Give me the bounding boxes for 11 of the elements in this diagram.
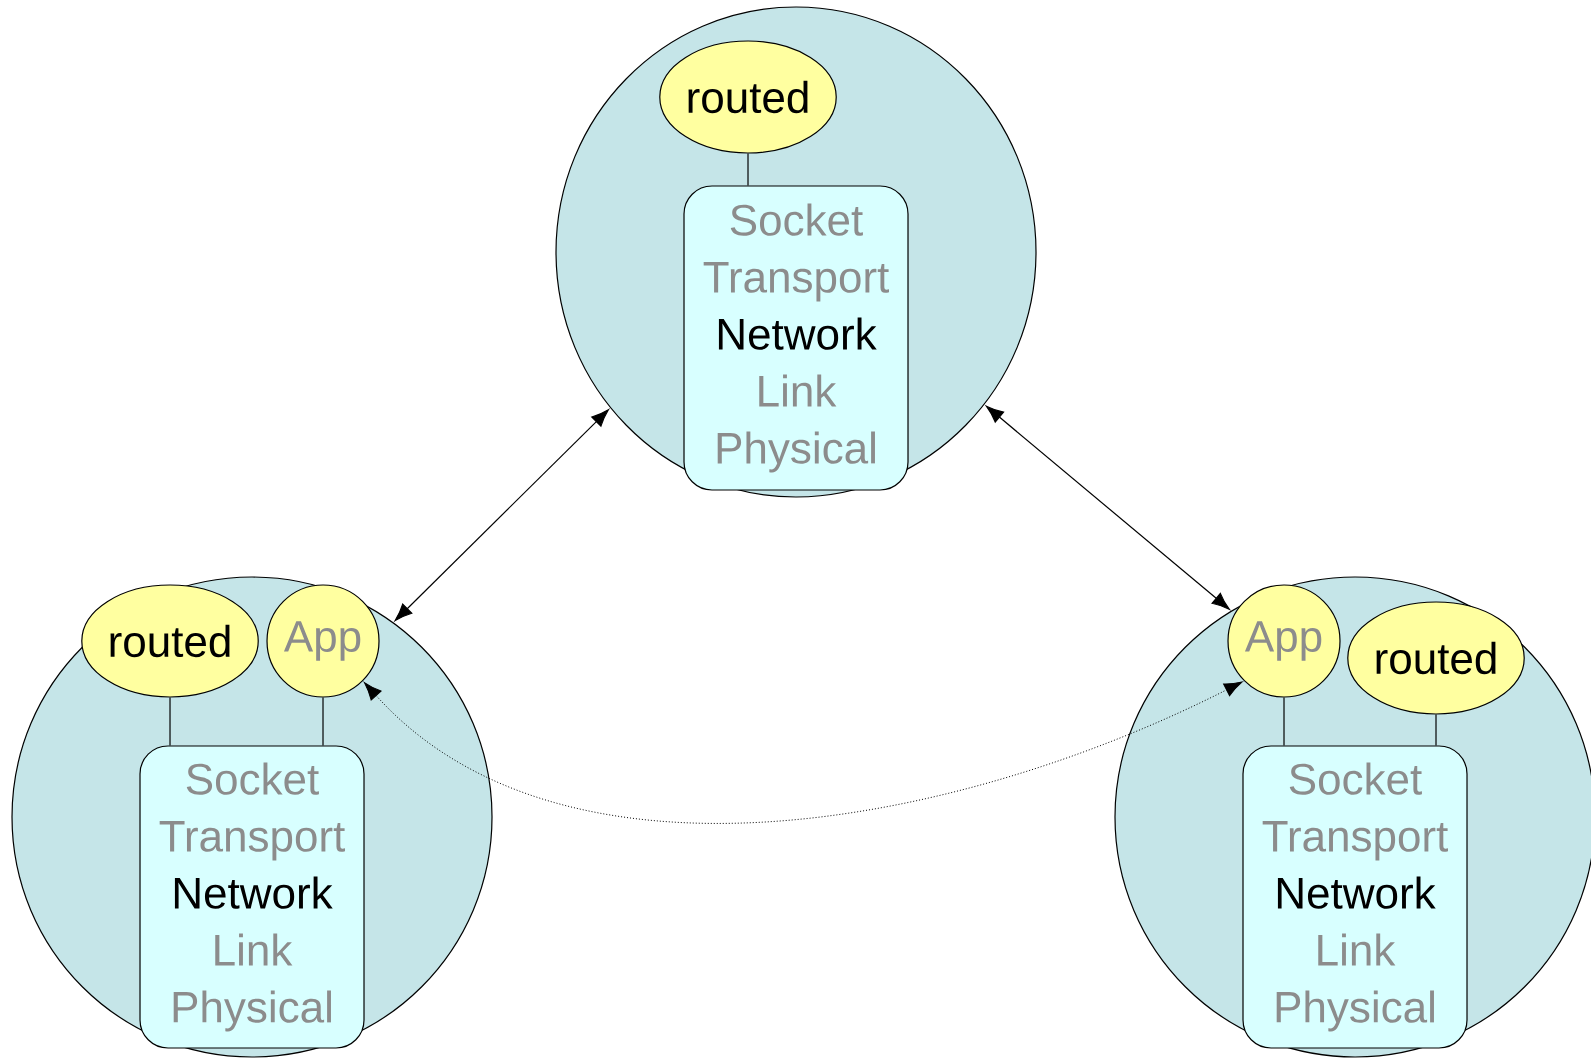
connector-line <box>747 153 749 186</box>
double-arrow <box>394 409 609 622</box>
double-arrow <box>985 405 1230 610</box>
protocol-stack-box: Socket Transport Network Link Physical <box>1242 745 1468 1049</box>
protocol-stack-box: Socket Transport Network Link Physical <box>683 185 909 491</box>
connector-line <box>1435 714 1437 746</box>
dotted-arrow <box>363 681 1243 824</box>
protocol-stack-box: Socket Transport Network Link Physical <box>139 745 365 1049</box>
connector-line <box>1283 697 1285 746</box>
connector-line <box>322 697 324 746</box>
connector-line <box>169 697 171 746</box>
